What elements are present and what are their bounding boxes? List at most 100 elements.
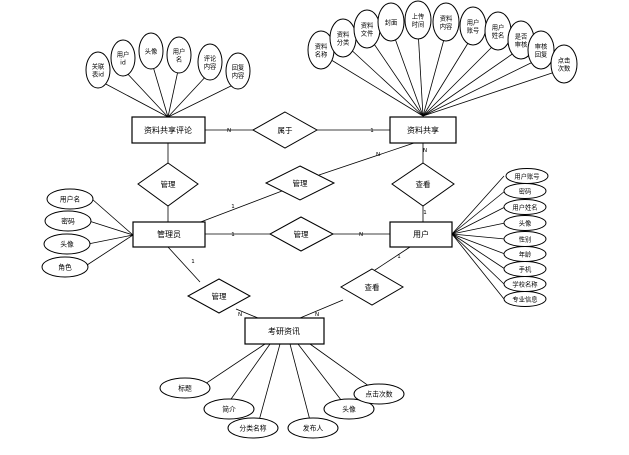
card-admin-manage-share: 1	[231, 204, 235, 210]
entity-user-label: 用户	[413, 229, 429, 239]
user-attr-0: 用户账号	[505, 168, 549, 184]
card-info-view-user: N	[315, 312, 319, 318]
share-attr-7-label-1: 用户	[492, 23, 505, 32]
share-attr-0-label-2: 名称	[315, 50, 328, 59]
relation-manage-user-label: 管理	[294, 229, 309, 239]
relation-view-share-label: 查看	[416, 179, 431, 189]
user-attr-8: 专业信息	[503, 291, 547, 307]
comment-attr-1-label-1: 用户	[117, 50, 130, 59]
share-attr-1-label-2: 分类	[337, 38, 350, 47]
relation-manage-comment: 管理	[137, 162, 199, 207]
user-attr-1-label: 密码	[519, 187, 532, 196]
share-attr-10-label-1: 点击	[558, 56, 571, 65]
user-attr-6-label: 手机	[519, 265, 532, 274]
comment-attr-0-label-2: 表id	[92, 70, 104, 79]
share-attr-6-label-2: 账号	[467, 26, 480, 35]
comment-attr-4-label-2: 内容	[204, 62, 217, 71]
info-attr-0: 标题	[159, 377, 211, 399]
share-attr-10: 点击次数	[550, 44, 578, 84]
edge-info-attrs	[198, 343, 381, 429]
edge-layer: N 1 N 1 1 N 1 N 1 N 1 N	[83, 29, 562, 429]
info-attr-4: 头像	[323, 398, 375, 420]
relation-belongs: 属于	[251, 111, 319, 149]
share-attr-4-label-1: 上传	[412, 12, 425, 21]
entity-share: 资料共享	[389, 116, 457, 144]
relation-layer: 属于 管理 查看 管理 管理 管理 查看	[137, 111, 455, 314]
admin-attr-1: 密码	[44, 210, 92, 232]
edge-comment-attrs	[101, 62, 238, 118]
comment-attr-5-label-1: 回复	[232, 63, 245, 72]
share-attr-8-label-1: 是否	[515, 33, 528, 41]
comment-attr-1-label-2: id	[120, 60, 126, 67]
user-attr-2: 用户姓名	[503, 199, 547, 215]
entity-user: 用户	[389, 221, 453, 248]
entity-admin-label: 管理员	[157, 229, 181, 239]
user-attr-3-label: 头像	[519, 219, 532, 228]
user-attr-7-label: 学校名称	[512, 280, 538, 289]
relation-view-info: 查看	[340, 268, 404, 306]
relation-manage-user: 管理	[268, 216, 335, 252]
comment-attr-3-label-1: 用户	[173, 47, 186, 56]
admin-attr-3: 角色	[41, 256, 89, 278]
user-attr-3: 头像	[503, 215, 547, 231]
share-attr-9-label-2: 回复	[535, 50, 548, 59]
entity-share-label: 资料共享	[407, 125, 439, 135]
info-attr-0-label: 标题	[178, 384, 192, 393]
comment-attr-4-label-1: 评论	[204, 54, 217, 63]
relation-manage-comment-label: 管理	[161, 179, 176, 189]
info-attr-3: 发布人	[287, 417, 339, 439]
entity-layer: 资料共享评论 资料共享 管理员 用户 考研资讯	[131, 116, 457, 345]
user-attr-1: 密码	[503, 183, 547, 199]
share-attr-4-label-2: 时间	[412, 20, 425, 29]
entity-info: 考研资讯	[244, 317, 325, 345]
user-attr-5: 年龄	[503, 246, 547, 262]
card-share-belongs: 1	[370, 128, 374, 134]
card-share-view: N	[423, 148, 427, 154]
admin-attr-3-label: 角色	[58, 263, 72, 272]
info-attr-3-label: 发布人	[303, 424, 324, 433]
user-attr-5-label: 年龄	[519, 250, 532, 259]
share-attr-9-label-1: 审核	[535, 42, 548, 51]
info-attr-5-label: 点击次数	[365, 390, 392, 399]
share-attr-5-label-1: 资料	[440, 14, 453, 23]
relation-manage-share: 管理	[264, 165, 336, 201]
user-attr-7: 学校名称	[503, 276, 547, 292]
card-info-manage-admin: N	[238, 312, 242, 318]
attribute-layer: 关联表id用户id头像用户名评论内容回复内容资料名称资料分类资料文件封面上传时间…	[41, 0, 578, 439]
relation-view-info-label: 查看	[365, 282, 380, 292]
user-attr-6: 手机	[503, 261, 547, 277]
comment-attr-2-label: 头像	[145, 47, 158, 56]
info-attr-5: 点击次数	[353, 383, 405, 405]
edge-relations	[167, 129, 424, 319]
relation-belongs-label: 属于	[278, 126, 293, 135]
edge-admin-attrs	[83, 198, 134, 268]
share-attr-2-label-1: 资料	[361, 21, 374, 30]
info-attr-4-label: 头像	[342, 405, 356, 414]
share-attr-8-label-2: 审核	[515, 40, 528, 49]
relation-manage-info: 管理	[186, 278, 252, 314]
user-attr-4: 性别	[503, 231, 547, 247]
admin-attr-1-label: 密码	[61, 217, 75, 226]
share-attr-2-label-2: 文件	[361, 29, 374, 38]
relation-manage-info-label: 管理	[212, 291, 227, 301]
comment-attr-0-label-1: 关联	[92, 62, 105, 71]
relation-view-share: 查看	[391, 162, 455, 207]
admin-attr-2: 头像	[43, 233, 91, 255]
share-attr-7: 用户姓名	[484, 11, 512, 51]
entity-comment: 资料共享评论	[131, 116, 206, 144]
share-attr-6: 用户账号	[459, 6, 487, 46]
card-comment-belongs: N	[227, 128, 231, 134]
entity-comment-label: 资料共享评论	[144, 125, 192, 135]
info-attr-1: 简介	[203, 398, 255, 420]
entity-info-label: 考研资讯	[268, 326, 300, 336]
share-attr-3-label: 封面	[385, 18, 398, 27]
user-attr-8-label: 专业信息	[512, 295, 537, 304]
comment-attr-5-label-2: 内容	[232, 71, 245, 80]
